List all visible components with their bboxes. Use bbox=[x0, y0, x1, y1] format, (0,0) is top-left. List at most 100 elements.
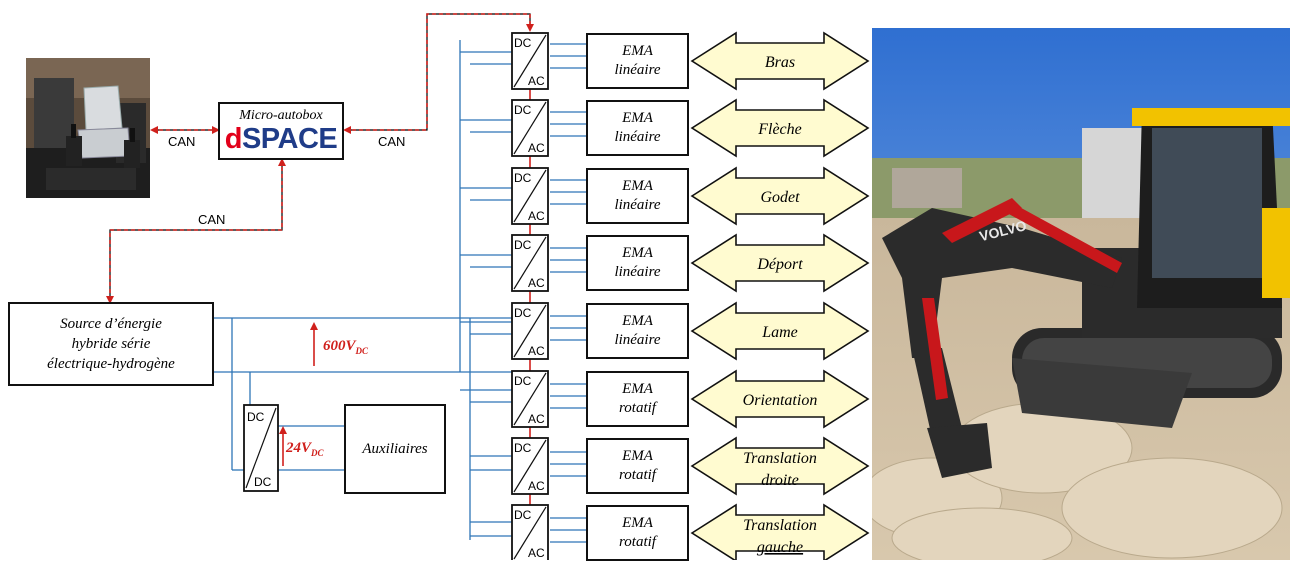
converter-diagonal bbox=[513, 439, 547, 493]
converter-top-label: DC bbox=[514, 238, 532, 252]
aux-dc-dc-converter: DC DC bbox=[243, 404, 279, 492]
can-links bbox=[106, 13, 534, 510]
function-arrows: BrasFlècheGodetDéportLameOrientationTran… bbox=[690, 31, 870, 560]
function-label: Lame bbox=[761, 324, 798, 341]
ema-type: rotatif bbox=[619, 467, 656, 483]
converter-diagonal bbox=[513, 101, 547, 155]
ema-box: EMA linéaire bbox=[586, 303, 689, 359]
ema-label: EMA bbox=[622, 43, 653, 59]
ema-box: EMA linéaire bbox=[586, 33, 689, 89]
aux-voltage-value: 24 bbox=[286, 440, 301, 456]
dc-ac-converter: DC AC bbox=[511, 234, 549, 292]
function-arrow: Déport bbox=[690, 233, 870, 293]
converter-top-label: DC bbox=[514, 171, 532, 185]
ema-box: EMA linéaire bbox=[586, 235, 689, 291]
function-arrow: Flèche bbox=[690, 98, 870, 158]
ema-type: linéaire bbox=[614, 197, 661, 213]
can-label-bus: CAN bbox=[378, 134, 405, 149]
converter-top-label: DC bbox=[514, 441, 532, 455]
function-arrow-shape bbox=[690, 301, 870, 361]
main-voltage-value: 600 bbox=[323, 338, 346, 354]
converter-top-label: DC bbox=[514, 374, 532, 388]
can-label-cab: CAN bbox=[168, 134, 195, 149]
converter-top-label: DC bbox=[514, 508, 532, 522]
function-arrow-shape bbox=[690, 436, 870, 496]
ema-type: linéaire bbox=[614, 264, 661, 280]
excavator-photo: VOLVO bbox=[872, 28, 1290, 560]
ema-type: linéaire bbox=[614, 129, 661, 145]
ema-label: EMA bbox=[622, 313, 653, 329]
function-arrow-shape bbox=[690, 31, 870, 91]
ema-box: EMA linéaire bbox=[586, 168, 689, 224]
converter-top-label: DC bbox=[514, 103, 532, 117]
source-line-1: Source d’énergie bbox=[60, 316, 162, 332]
ema-type: linéaire bbox=[614, 62, 661, 78]
function-arrow: Translation droite bbox=[690, 436, 870, 496]
ema-label: EMA bbox=[622, 515, 653, 531]
main-voltage-label: 600VDC bbox=[323, 338, 369, 356]
converter-diagonal bbox=[513, 34, 547, 88]
function-arrow-shape bbox=[690, 503, 870, 560]
micro-autobox-dspace: Micro-autobox dSPACE bbox=[218, 102, 344, 160]
ema-label: EMA bbox=[622, 245, 653, 261]
converter-bottom-label: AC bbox=[528, 209, 545, 223]
converter-bottom-label: AC bbox=[528, 479, 545, 493]
auxiliaires-box: Auxiliaires bbox=[344, 404, 446, 494]
function-arrow: Orientation bbox=[690, 369, 870, 429]
function-arrow-shape bbox=[690, 369, 870, 429]
function-arrow-shape bbox=[690, 98, 870, 158]
function-arrow-shape bbox=[690, 233, 870, 293]
dc-ac-converter: DC AC bbox=[511, 302, 549, 360]
converter-bottom-label: AC bbox=[528, 141, 545, 155]
dc-bus bbox=[214, 40, 586, 543]
function-label: Translation bbox=[743, 517, 817, 534]
converter-top-label: DC bbox=[514, 36, 532, 50]
converter-top-label: DC bbox=[514, 306, 532, 320]
aux-voltage-unit: DC bbox=[311, 448, 324, 458]
converter-diagonal bbox=[513, 304, 547, 358]
converter-bottom-label: AC bbox=[528, 546, 545, 560]
source-line-2: hybride série bbox=[71, 336, 151, 352]
aux-converter-top: DC bbox=[247, 410, 265, 424]
function-arrow-shape bbox=[690, 166, 870, 226]
function-label: droite bbox=[761, 472, 799, 489]
converter-bottom-label: AC bbox=[528, 74, 545, 88]
ema-type: linéaire bbox=[614, 332, 661, 348]
ema-label: EMA bbox=[622, 178, 653, 194]
dc-ac-converter: DC AC bbox=[511, 437, 549, 495]
converter-diagonal bbox=[513, 169, 547, 223]
converter-bottom-label: AC bbox=[528, 276, 545, 290]
ema-label: EMA bbox=[622, 110, 653, 126]
function-label: Bras bbox=[765, 54, 795, 71]
dspace-logo: dSPACE bbox=[224, 123, 338, 155]
ema-type: rotatif bbox=[619, 534, 656, 550]
function-label: Orientation bbox=[743, 392, 818, 409]
function-label: Godet bbox=[760, 189, 800, 206]
function-label: Translation bbox=[743, 450, 817, 467]
dc-ac-converter: DC AC bbox=[511, 504, 549, 560]
ema-label: EMA bbox=[622, 448, 653, 464]
source-line-3: électrique-hydrogène bbox=[47, 356, 175, 372]
ema-box: EMA rotatif bbox=[586, 505, 689, 561]
auxiliaires-label: Auxiliaires bbox=[362, 440, 428, 457]
dc-ac-converter: DC AC bbox=[511, 167, 549, 225]
main-voltage-unit: DC bbox=[355, 346, 369, 356]
ema-type: rotatif bbox=[619, 400, 656, 416]
converter-diagonal bbox=[513, 236, 547, 290]
function-arrow: Godet bbox=[690, 166, 870, 226]
energy-source-box: Source d’énergie hybride série électriqu… bbox=[8, 302, 214, 386]
ema-box: EMA rotatif bbox=[586, 438, 689, 494]
converter-diagonal bbox=[513, 506, 547, 560]
function-arrow: Lame bbox=[690, 301, 870, 361]
function-label: Flèche bbox=[757, 121, 802, 138]
aux-voltage-label: 24VDC bbox=[286, 440, 324, 458]
ema-box: EMA linéaire bbox=[586, 100, 689, 156]
dc-ac-converter: DC AC bbox=[511, 32, 549, 90]
aux-converter-bottom: DC bbox=[254, 475, 272, 489]
converter-bottom-label: AC bbox=[528, 344, 545, 358]
